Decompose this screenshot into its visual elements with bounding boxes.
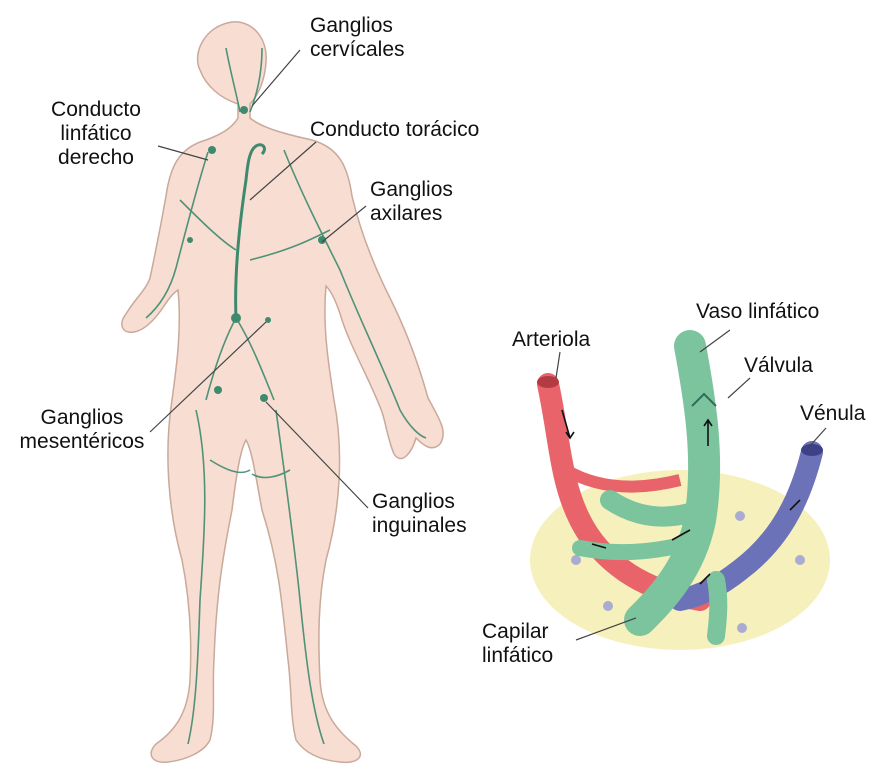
label-line: Ganglios — [40, 406, 124, 429]
label-ganglios-mesentericos: Ganglios mesentéricos — [6, 406, 158, 454]
label-line: linfático — [482, 644, 554, 667]
label-line: inguinales — [372, 514, 467, 537]
label-ganglios-inguinales: Ganglios inguinales — [372, 490, 467, 538]
human-body-figure — [121, 21, 444, 764]
label-line: axilares — [370, 202, 443, 225]
label-arteriola: Arteriola — [512, 328, 591, 351]
label-valvula: Válvula — [744, 354, 813, 377]
label-capilar-linfatico: Capilar linfático — [482, 620, 553, 668]
label-ganglios-cervicales: Ganglios cervícales — [310, 14, 405, 62]
label-line: Capilar — [482, 620, 549, 643]
leader-lines — [149, 49, 369, 509]
label-conducto-toracico: Conducto torácico — [310, 118, 480, 141]
label-conducto-linfatico-derecho: Conducto linfático derecho — [38, 98, 154, 170]
capillary-bed-detail — [530, 329, 830, 650]
label-line: Ganglios — [310, 14, 393, 37]
label-line: Ganglios — [372, 490, 455, 513]
label-line: mesentéricos — [19, 430, 145, 453]
label-line: Conducto — [51, 98, 141, 121]
label-line: linfático — [60, 122, 132, 145]
label-line: cervícales — [310, 38, 405, 61]
label-ganglios-axilares: Ganglios axilares — [370, 178, 453, 226]
label-venula: Vénula — [800, 402, 866, 425]
label-vaso-linfatico: Vaso linfático — [696, 300, 820, 323]
label-line: derecho — [58, 146, 134, 169]
label-line: Ganglios — [370, 178, 453, 201]
